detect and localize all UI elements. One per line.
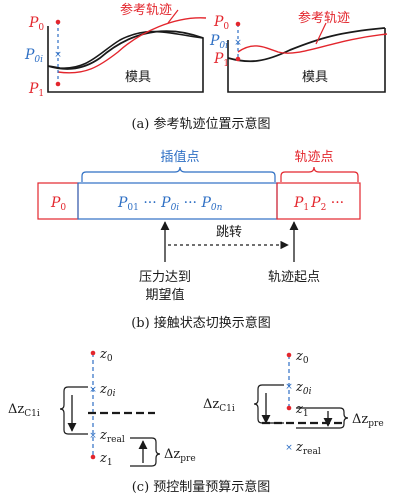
ref-pointer-left [167, 9, 179, 24]
jump-label: 跳转 [216, 225, 242, 240]
p1-point-left [55, 81, 61, 87]
p1-label-right: P1 [213, 51, 229, 69]
c-right-z0-label: z0 [295, 349, 309, 366]
mold-surface-right [227, 27, 386, 63]
c-right-z1-point [286, 405, 292, 411]
interp-seq-text: P01 ··· P0i ··· P0n [117, 195, 223, 213]
ref-label-left: 参考轨迹 [120, 2, 172, 18]
ref-trajectory-left [57, 17, 207, 74]
cell-traj [276, 182, 361, 220]
p0i-label-left: P0i [24, 47, 43, 65]
c-left-zreal-cross: × [89, 431, 97, 441]
ref-trajectory-right [237, 33, 388, 54]
mold-surface-left [47, 30, 204, 70]
panel-c-right: × × z0 z0i z1 zreal ΔzC1i Δzpre [203, 349, 384, 457]
mold-right [227, 28, 386, 93]
p0-point-left [55, 19, 61, 25]
traj-start-label: 轨迹起点 [268, 270, 320, 285]
c-left-z0i-cross: × [89, 385, 97, 395]
c-left-dzc-label: ΔzC1i [8, 402, 40, 419]
p0i-cross-right: × [234, 38, 242, 48]
c-left-zreal-label: zreal [99, 428, 125, 445]
p1-point-right [235, 56, 241, 62]
cell-interp [77, 182, 278, 220]
c-right-dzpre-bracket [296, 407, 349, 429]
pressure-line1: 压力达到 [139, 270, 191, 285]
p0-label-left: P0 [28, 15, 44, 33]
c-left-dzpre-label: Δzpre [164, 447, 196, 464]
c-left-dzpre-bracket [130, 437, 161, 467]
caption-b: (b) 接触状态切换示意图 [131, 315, 271, 331]
c-right-dzpre-label: Δzpre [352, 412, 384, 429]
c-right-zreal-label: zreal [295, 440, 321, 457]
c-left-z1-point [90, 454, 96, 460]
c-left-z1-label: z1 [99, 451, 113, 468]
ref-label-right: 参考轨迹 [298, 10, 350, 26]
caption-c: (c) 预控制量预算示意图 [132, 479, 271, 495]
c-left-z0-label: z0 [99, 347, 113, 364]
c-right-dzc-label: ΔzC1i [203, 397, 235, 414]
mold-label-left: 模具 [125, 70, 151, 85]
p0i-label-right: P0i [209, 33, 228, 51]
c-right-z0i-label: z0i [295, 380, 312, 397]
c-left-z0i-label: z0i [99, 382, 116, 399]
traj-label: 轨迹点 [294, 150, 333, 165]
traj-brace [280, 166, 359, 182]
interp-brace [81, 166, 276, 182]
mold-label-right: 模具 [302, 70, 328, 85]
p1-label-left: P1 [28, 81, 44, 99]
c-left-dzc-bracket [59, 386, 88, 435]
ref-pointer-right [315, 22, 327, 45]
interp-label: 插值点 [160, 149, 199, 165]
c-right-dzc-bracket [253, 384, 284, 424]
panel-a-right: × 参考轨迹 模具 P0 P0i P1 [209, 10, 388, 93]
panel-c-left: × × z0 z0i zreal z1 ΔzC1i Δzpre [8, 347, 196, 468]
p0i-cross-left: × [54, 50, 62, 60]
pressure-line2: 期望值 [145, 287, 184, 303]
cell-p0-text: P0 [50, 195, 66, 213]
p0-label-right: P0 [213, 14, 229, 32]
c-left-z0-point [90, 350, 96, 356]
c-right-zreal-cross: × [285, 443, 293, 453]
c-right-z0i-cross: × [285, 382, 293, 392]
c-right-z0-point [286, 352, 292, 358]
c-right-z1-label: z1 [295, 402, 309, 419]
caption-a: (a) 参考轨迹位置示意图 [131, 116, 270, 132]
panel-a-left: × 参考轨迹 模具 P0 P0i P1 [24, 2, 207, 99]
p0-point-right [235, 21, 241, 27]
